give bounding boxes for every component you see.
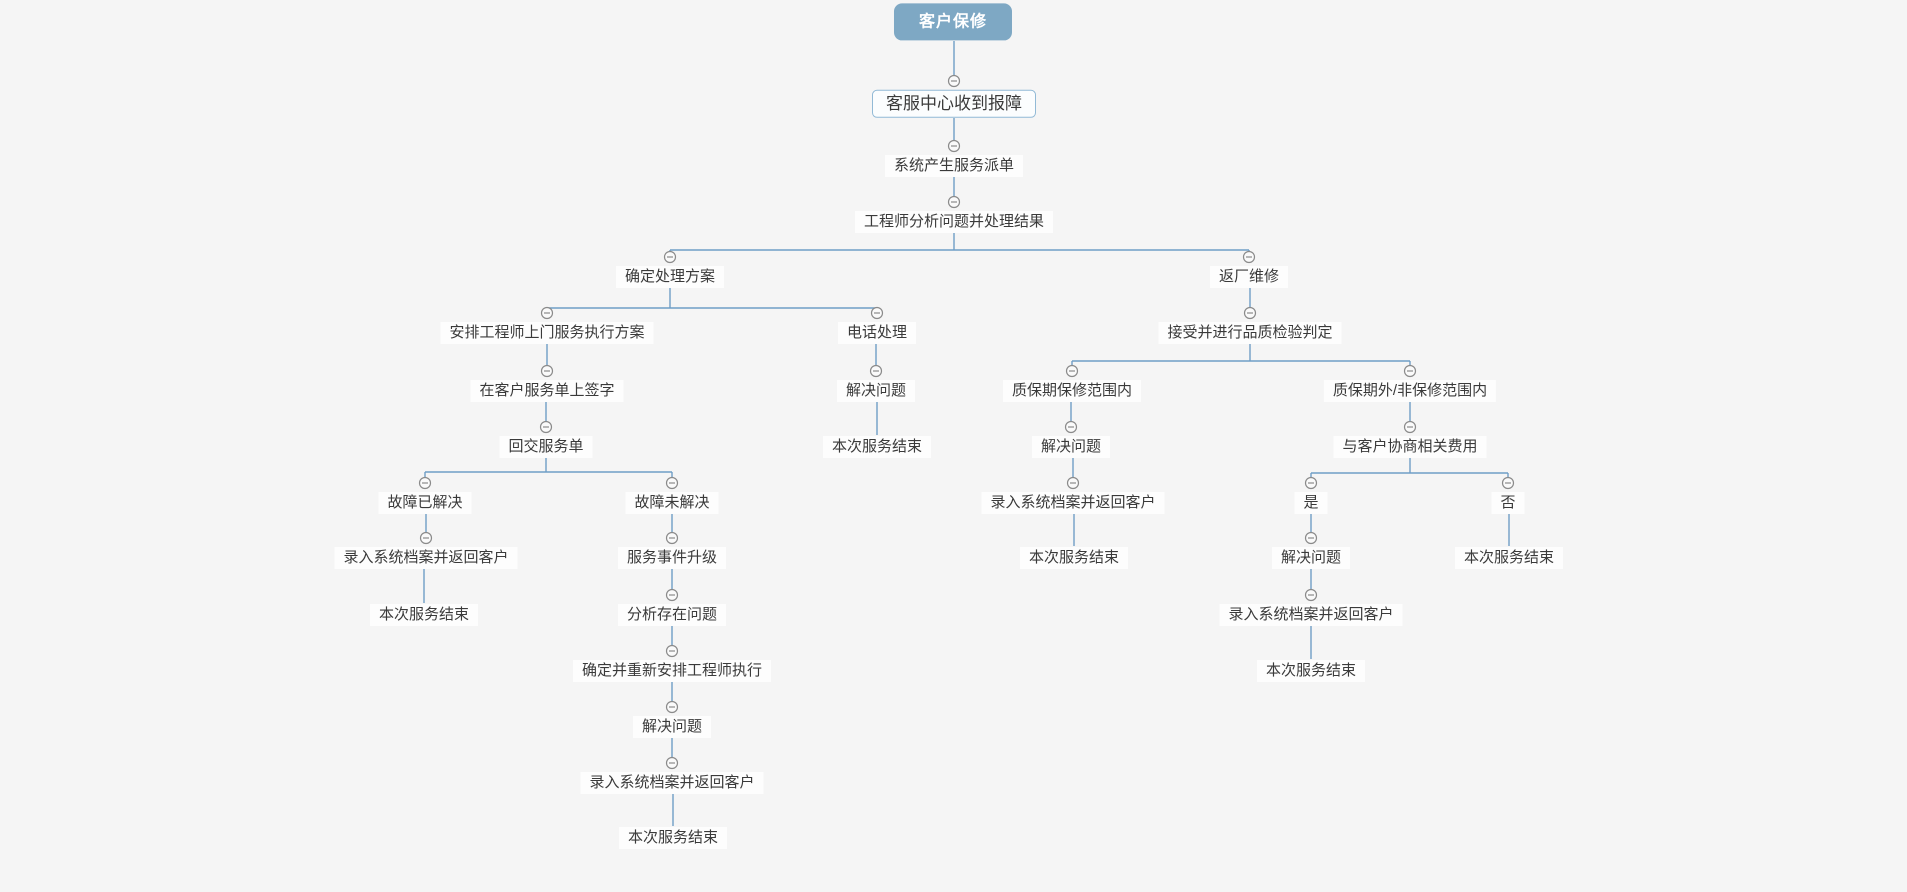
topic-n4[interactable]: 确定处理方案 [615, 266, 725, 288]
collapse-icon[interactable] [1064, 420, 1078, 434]
topic-n31[interactable]: 解决问题 [1271, 547, 1351, 569]
topic-n5[interactable]: 返厂维修 [1209, 266, 1289, 288]
topic-n13[interactable]: 本次服务结束 [369, 604, 479, 626]
collapse-icon[interactable] [947, 195, 961, 209]
topic-n15[interactable]: 分析存在问题 [617, 604, 727, 626]
collapse-icon[interactable] [947, 74, 961, 88]
topic-n12[interactable]: 录入系统档案并返回客户 [334, 547, 518, 569]
topic-n2[interactable]: 系统产生服务派单 [884, 155, 1024, 177]
topic-n27[interactable]: 本次服务结束 [1019, 547, 1129, 569]
collapse-icon[interactable] [1066, 476, 1080, 490]
topic-n25[interactable]: 解决问题 [1031, 436, 1111, 458]
topic-n6[interactable]: 安排工程师上门服务执行方案 [440, 322, 654, 344]
topic-n16[interactable]: 确定并重新安排工程师执行 [572, 660, 772, 682]
topic-n19[interactable]: 本次服务结束 [618, 827, 728, 849]
topic-n20[interactable]: 解决问题 [836, 380, 916, 402]
topic-n33[interactable]: 本次服务结束 [1256, 660, 1366, 682]
topic-n23[interactable]: 质保期保修范围内 [1002, 380, 1142, 402]
collapse-icon[interactable] [947, 139, 961, 153]
topic-n18[interactable]: 录入系统档案并返回客户 [580, 772, 764, 794]
collapse-icon[interactable] [665, 644, 679, 658]
collapse-icon[interactable] [869, 364, 883, 378]
collapse-icon[interactable] [870, 306, 884, 320]
topic-n22[interactable]: 接受并进行品质检验判定 [1158, 322, 1342, 344]
collapse-icon[interactable] [1501, 476, 1515, 490]
collapse-icon[interactable] [1304, 476, 1318, 490]
collapse-icon[interactable] [665, 756, 679, 770]
topic-n34[interactable]: 本次服务结束 [1454, 547, 1564, 569]
topic-n26[interactable]: 录入系统档案并返回客户 [981, 492, 1165, 514]
collapse-icon[interactable] [540, 364, 554, 378]
topic-n28[interactable]: 与客户协商相关费用 [1333, 436, 1487, 458]
topic-n3[interactable]: 工程师分析问题并处理结果 [854, 211, 1054, 233]
topic-n21[interactable]: 本次服务结束 [822, 436, 932, 458]
topic-n30[interactable]: 否 [1491, 492, 1525, 514]
topic-n10[interactable]: 故障已解决 [378, 492, 472, 514]
topic-n8[interactable]: 在客户服务单上签字 [470, 380, 624, 402]
collapse-icon[interactable] [663, 250, 677, 264]
topic-n24[interactable]: 质保期外/非保修范围内 [1323, 380, 1497, 402]
collapse-icon[interactable] [418, 476, 432, 490]
topic-n29[interactable]: 是 [1294, 492, 1328, 514]
topic-n17[interactable]: 解决问题 [632, 716, 712, 738]
collapse-icon[interactable] [1304, 531, 1318, 545]
topic-n11[interactable]: 故障未解决 [625, 492, 719, 514]
topic-n9[interactable]: 回交服务单 [499, 436, 593, 458]
collapse-icon[interactable] [539, 420, 553, 434]
collapse-icon[interactable] [1065, 364, 1079, 378]
collapse-icon[interactable] [665, 531, 679, 545]
topic-n32[interactable]: 录入系统档案并返回客户 [1219, 604, 1403, 626]
collapse-icon[interactable] [540, 306, 554, 320]
collapse-icon[interactable] [665, 588, 679, 602]
collapse-icon[interactable] [1304, 588, 1318, 602]
topic-n7[interactable]: 电话处理 [837, 322, 917, 344]
collapse-icon[interactable] [419, 531, 433, 545]
collapse-icon[interactable] [1403, 420, 1417, 434]
collapse-icon[interactable] [665, 476, 679, 490]
topic-n14[interactable]: 服务事件升级 [617, 547, 727, 569]
root-topic[interactable]: 客户保修 [893, 3, 1013, 41]
collapse-icon[interactable] [1243, 306, 1257, 320]
collapse-icon[interactable] [665, 700, 679, 714]
collapse-icon[interactable] [1242, 250, 1256, 264]
topic-n1[interactable]: 客服中心收到报障 [872, 89, 1036, 119]
collapse-icon[interactable] [1403, 364, 1417, 378]
